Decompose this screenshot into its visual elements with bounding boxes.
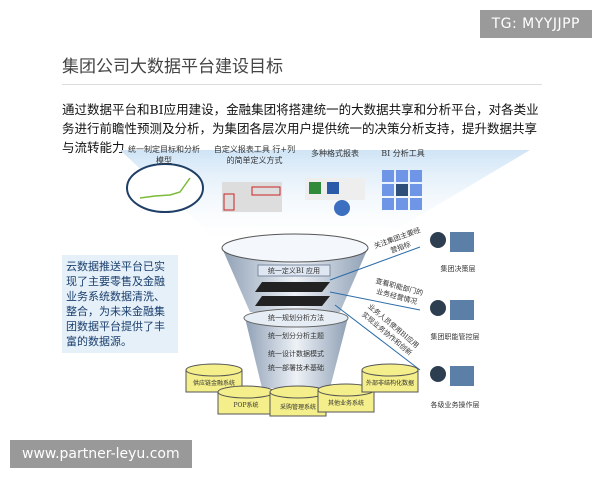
tool-label: BI 分析工具 xyxy=(381,149,425,158)
divider xyxy=(62,84,542,85)
data-source: 采购管理系统 xyxy=(279,404,316,411)
bi-cube-icon xyxy=(382,170,422,210)
tg-badge: TG: MYYJJPP xyxy=(479,10,592,38)
grid-layer xyxy=(255,282,330,292)
monitor-icon xyxy=(450,232,474,252)
funnel-top xyxy=(222,248,368,312)
funnel-rim xyxy=(221,233,369,263)
page-title: 集团公司大数据平台建设目标 xyxy=(62,57,283,77)
intro-paragraph: 通过数据平台和BI应用建设，金融集团将搭建统一的大数据共享和分析平台，对各类业务… xyxy=(62,102,539,155)
funnel-layer: 统一部署技术基础 xyxy=(268,364,324,372)
data-source: POP系统 xyxy=(233,402,259,409)
funnel-layer: 统一划分分析主题 xyxy=(268,332,324,340)
tool-label: 多种格式报表 xyxy=(311,149,359,158)
funnel-layer: 统一规划分析方法 xyxy=(268,314,324,322)
refresh-icon xyxy=(334,200,350,216)
tool-label: 统一制定目标和分析模型 xyxy=(128,145,200,165)
user-role: 集团职能管控层 xyxy=(430,333,480,341)
tool-label: 自定义报表工具 行+列的简单定义方式 xyxy=(213,145,296,165)
line-chart-icon xyxy=(126,163,204,213)
data-source: 供应链金融系统 xyxy=(192,380,235,387)
watermark-url: www.partner-leyu.com xyxy=(10,440,192,468)
data-source: 其他业务系统 xyxy=(327,400,364,407)
funnel-layer: 统一设计数据模式 xyxy=(268,350,324,358)
grid-layer xyxy=(255,296,330,306)
funnel-layer: 统一定义BI 应用 xyxy=(267,267,321,275)
user-role: 各级业务操作层 xyxy=(430,401,480,409)
user-role: 集团决策层 xyxy=(440,265,476,273)
data-source: 外部非结构化数据 xyxy=(365,380,414,387)
data-source-note: 云数据推送平台已实现了主要零售及金融业务系统数据清洗、整合，为未来金融集团数据平… xyxy=(62,255,178,353)
